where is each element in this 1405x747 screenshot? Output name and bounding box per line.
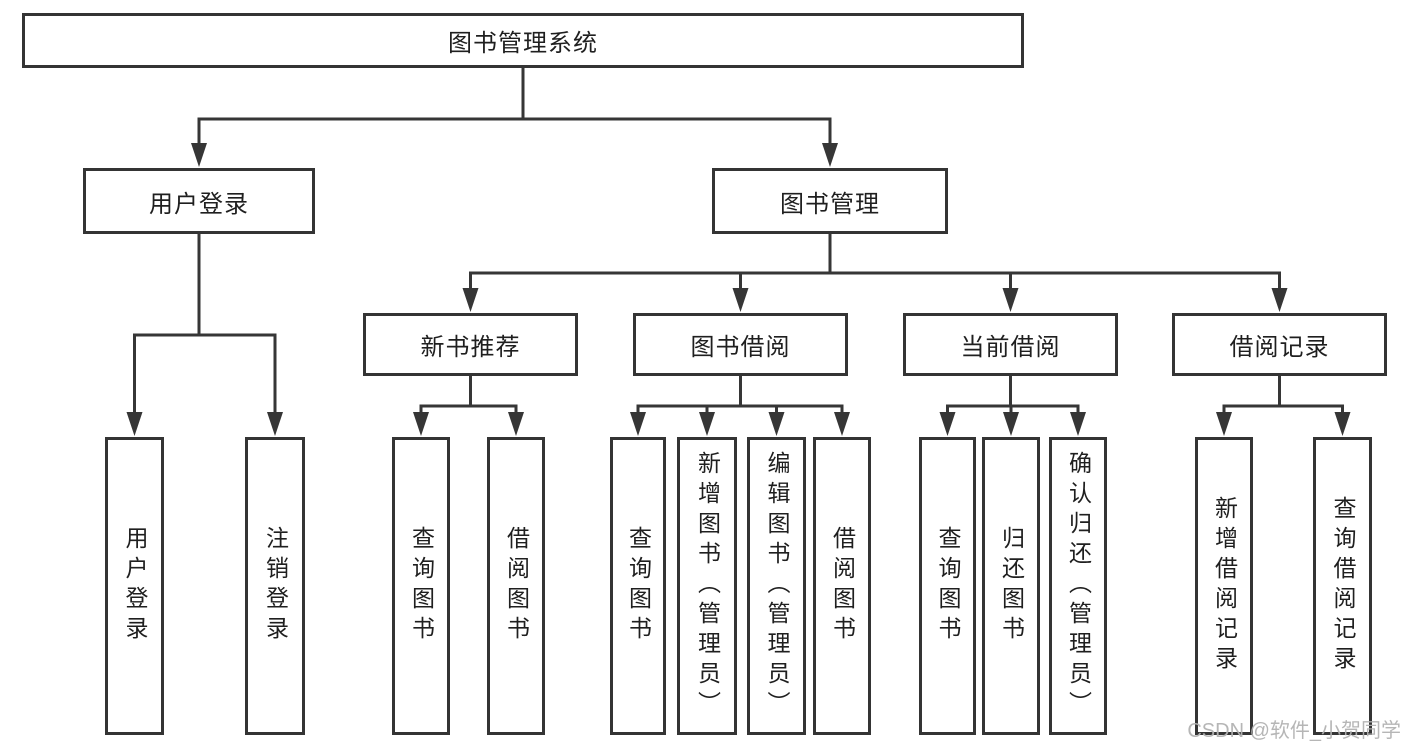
node-root: 图书管理系统: [22, 13, 1024, 68]
node-label: 编辑图书（管理员）: [764, 451, 790, 721]
node-leaf-query-record: 查询借阅记录: [1313, 437, 1372, 735]
node-label: 新增借阅记录: [1211, 496, 1238, 676]
node-borrow-records: 借阅记录: [1172, 313, 1387, 376]
node-label: 用户登录: [122, 526, 148, 646]
arrowhead-icon: [768, 412, 785, 436]
node-leaf-add-record: 新增借阅记录: [1195, 437, 1253, 735]
node-leaf-confirm-return: 确认归还（管理员）: [1049, 437, 1107, 735]
arrowhead-icon: [1334, 412, 1351, 436]
node-leaf-logout: 注销登录: [245, 437, 305, 735]
node-label: 借阅记录: [1229, 334, 1330, 361]
node-book-borrow: 图书借阅: [633, 313, 848, 376]
arrowhead-icon: [413, 412, 429, 436]
node-leaf-query-book-3: 查询图书: [919, 437, 976, 735]
node-leaf-add-book: 新增图书（管理员）: [677, 437, 737, 735]
node-label: 新书推荐: [420, 334, 521, 361]
arrowhead-icon: [1002, 288, 1019, 312]
arrowhead-icon: [834, 412, 850, 436]
arrowhead-icon: [508, 412, 524, 436]
node-leaf-borrow-book-2: 借阅图书: [813, 437, 871, 735]
node-label: 确认归还（管理员）: [1065, 451, 1092, 721]
node-label: 查询借阅记录: [1330, 496, 1356, 676]
node-label: 新增图书（管理员）: [694, 451, 721, 721]
node-leaf-edit-book: 编辑图书（管理员）: [747, 437, 806, 735]
arrowhead-icon: [822, 143, 838, 167]
node-label: 图书管理: [780, 190, 880, 218]
arrowhead-icon: [1070, 412, 1086, 436]
node-leaf-borrow-book-1: 借阅图书: [487, 437, 545, 735]
arrowhead-icon: [630, 412, 646, 436]
node-current-borrow: 当前借阅: [903, 313, 1118, 376]
node-label: 查询图书: [408, 526, 435, 646]
arrowhead-icon: [699, 412, 715, 436]
node-label: 用户登录: [149, 190, 249, 218]
node-leaf-query-book-1: 查询图书: [392, 437, 450, 735]
node-label: 当前借阅: [960, 334, 1061, 361]
arrowhead-icon: [462, 288, 479, 312]
arrowhead-icon: [191, 143, 207, 167]
node-label: 借阅图书: [503, 526, 530, 646]
node-new-book-rec: 新书推荐: [363, 313, 578, 376]
node-book-mgmt: 图书管理: [712, 168, 948, 234]
node-label: 图书借阅: [690, 334, 791, 361]
node-label: 查询图书: [935, 526, 961, 646]
watermark: CSDN @软件_小贺同学: [1187, 720, 1401, 742]
node-leaf-return-book: 归还图书: [982, 437, 1040, 735]
arrowhead-icon: [267, 412, 283, 436]
node-user-login: 用户登录: [83, 168, 315, 234]
node-label: 归还图书: [998, 526, 1025, 646]
arrowhead-icon: [1216, 412, 1232, 436]
arrowhead-icon: [126, 412, 143, 436]
node-label: 注销登录: [262, 526, 289, 646]
node-label: 查询图书: [625, 526, 652, 646]
node-label: 借阅图书: [829, 526, 856, 646]
arrowhead-icon: [939, 412, 956, 436]
node-label: 图书管理系统: [448, 30, 598, 57]
arrowhead-icon: [732, 288, 749, 312]
node-leaf-query-book-2: 查询图书: [610, 437, 666, 735]
node-leaf-user-login: 用户登录: [105, 437, 164, 735]
arrowhead-icon: [1271, 288, 1288, 312]
arrowhead-icon: [1003, 412, 1019, 436]
